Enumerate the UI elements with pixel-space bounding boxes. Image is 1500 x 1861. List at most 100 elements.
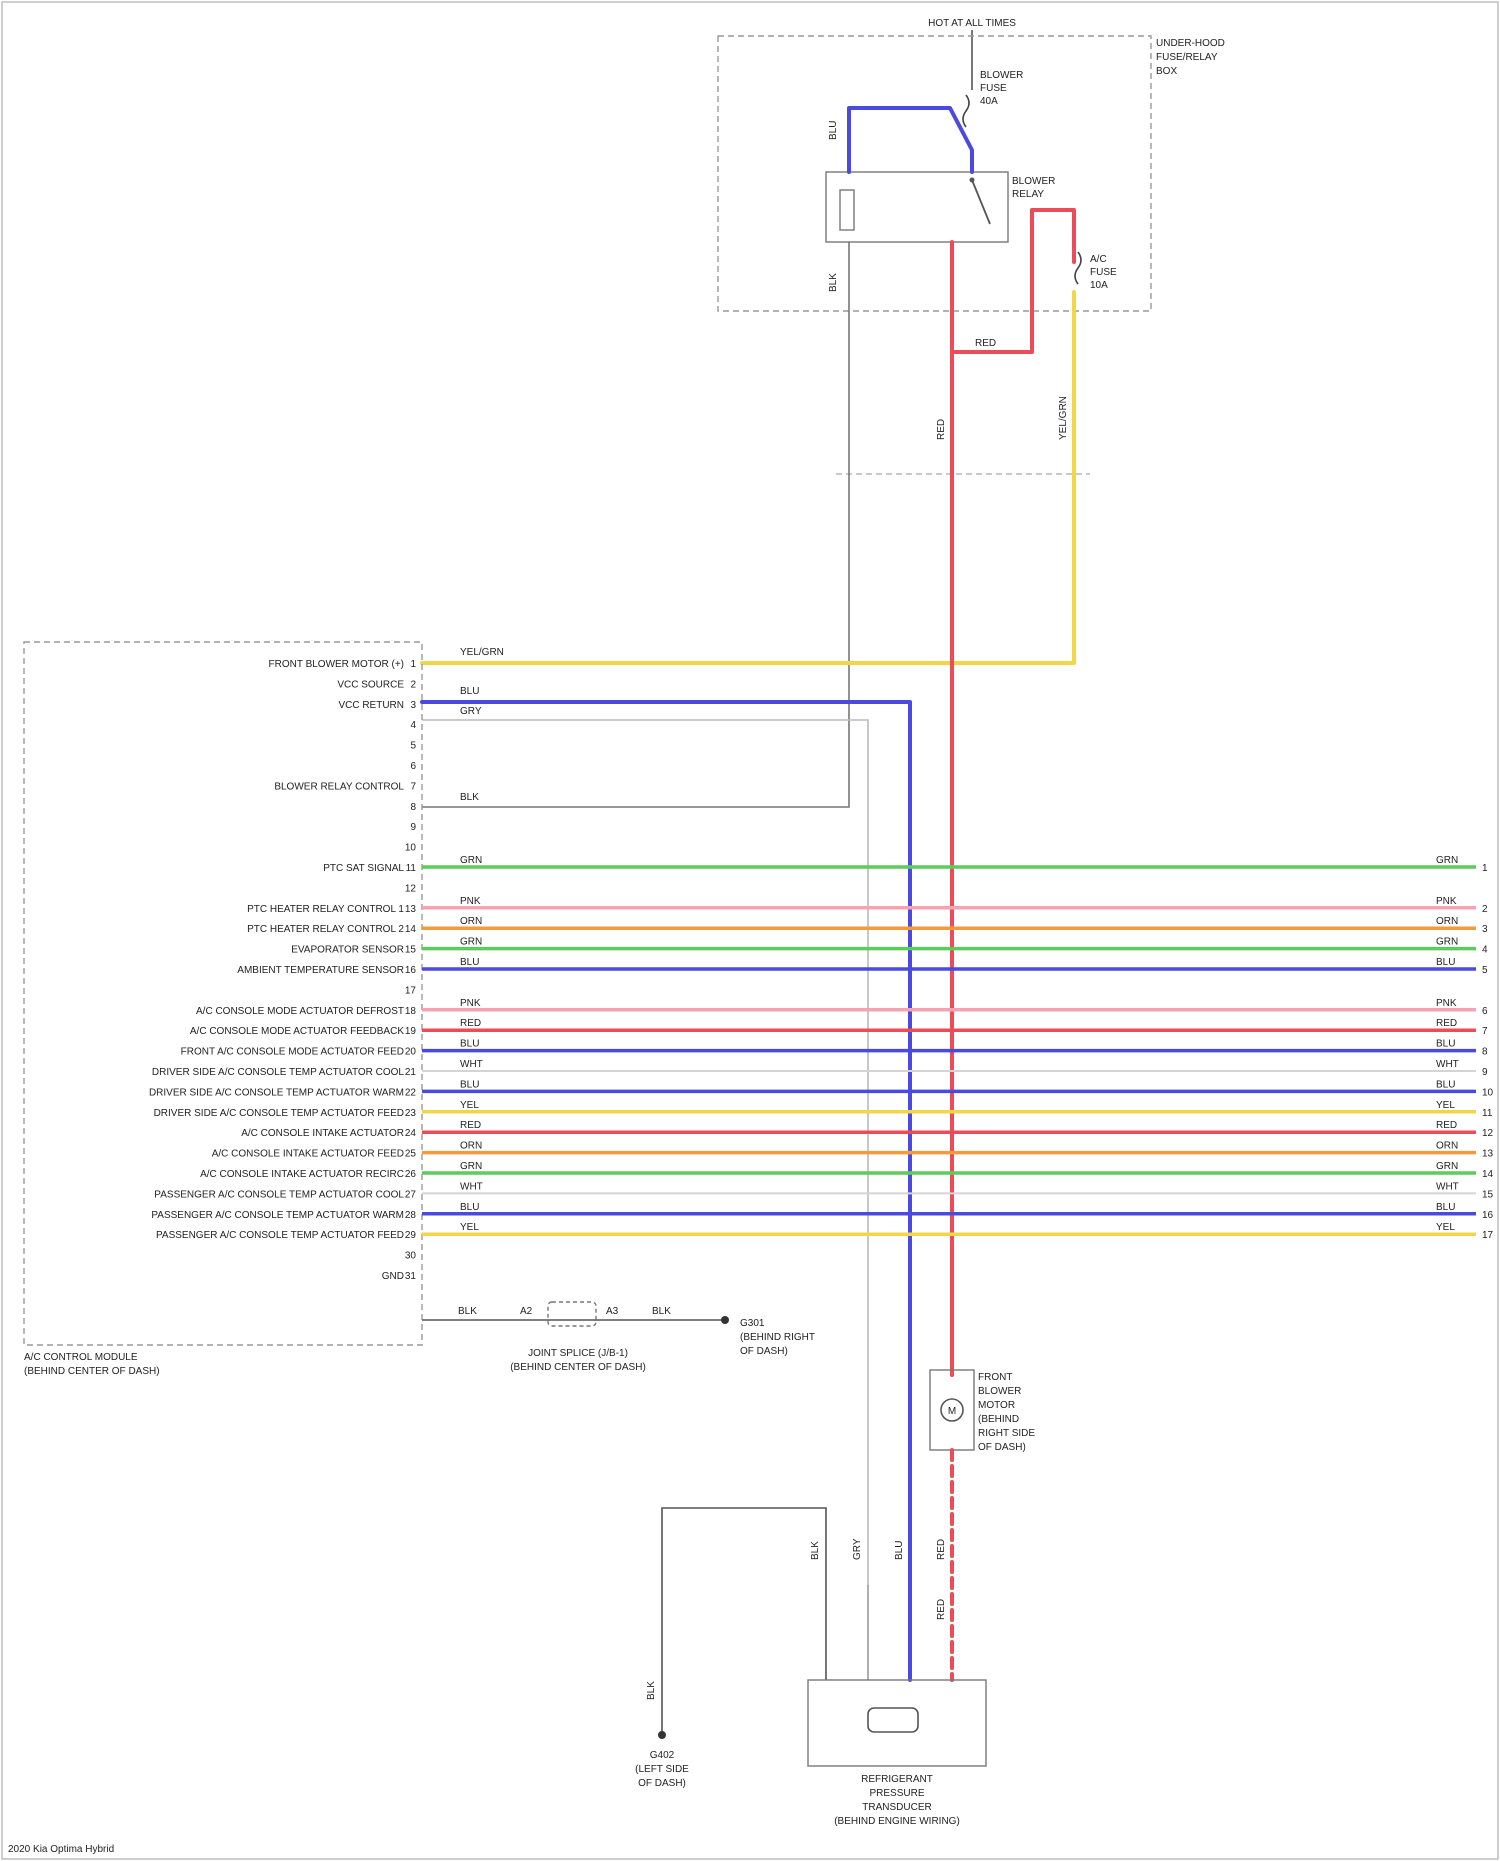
ground-right-2: (BEHIND RIGHT bbox=[740, 1332, 815, 1343]
red-loop-wire bbox=[952, 210, 1074, 352]
yel-horizontal-label: YEL/GRN bbox=[460, 647, 504, 658]
blower-relay bbox=[826, 172, 1008, 242]
module-pin-number: 23 bbox=[405, 1108, 417, 1119]
module-pin-number: 21 bbox=[405, 1067, 417, 1078]
relay-pivot bbox=[970, 178, 975, 183]
joint-splice bbox=[548, 1302, 596, 1326]
ground-bottom-2: (LEFT SIDE bbox=[635, 1764, 689, 1775]
ac-fuse-label: A/C FUSE 10A bbox=[1090, 254, 1117, 291]
fuse-relay-box bbox=[718, 36, 1151, 311]
harness-wire-right-label: PNK bbox=[1436, 896, 1457, 907]
harness-wire-left-label: BLU bbox=[460, 1079, 479, 1090]
harness-wire-left-label: YEL bbox=[460, 1222, 479, 1233]
blower-fuse-3: 40A bbox=[980, 96, 998, 107]
blk-relay-control-wire bbox=[422, 242, 849, 807]
ground-bottom-1: G402 bbox=[650, 1750, 675, 1761]
module-pin-number: 6 bbox=[410, 761, 416, 772]
module-pin-number: 3 bbox=[410, 700, 416, 711]
harness-wire-left-label: PNK bbox=[460, 896, 481, 907]
fuse-box-title-3: BOX bbox=[1156, 66, 1177, 77]
module-pin-label: A/C CONSOLE MODE ACTUATOR DEFROST bbox=[196, 1006, 404, 1017]
harness-wire-left-label: GRN bbox=[460, 1161, 482, 1172]
module-pin-label: BLOWER RELAY CONTROL bbox=[274, 781, 404, 792]
pressure-transducer bbox=[808, 1680, 986, 1766]
harness-wire-right-label: WHT bbox=[1436, 1059, 1459, 1070]
blk-h-label: BLK bbox=[460, 792, 479, 803]
blu-top-wire bbox=[849, 108, 972, 172]
module-pin-number: 12 bbox=[405, 883, 417, 894]
module-pin-number: 25 bbox=[405, 1149, 417, 1160]
transducer-label: REFRIGERANT PRESSURE TRANSDUCER (BEHIND … bbox=[834, 1774, 960, 1827]
relay-contact bbox=[972, 180, 990, 224]
module-pin-label: EVAPORATOR SENSOR bbox=[291, 945, 404, 956]
harness-wire-right-label: PNK bbox=[1436, 998, 1457, 1009]
harness-wire-left-label: WHT bbox=[460, 1059, 483, 1070]
module-pin-number: 18 bbox=[405, 1006, 417, 1017]
blower-motor-3: MOTOR bbox=[978, 1400, 1015, 1411]
transducer-pin-4: RED bbox=[936, 1599, 947, 1620]
ac-module-title-1: A/C CONTROL MODULE bbox=[24, 1352, 138, 1363]
harness-wire-left-label: GRN bbox=[460, 855, 482, 866]
blower-relay-label: BLOWER RELAY bbox=[1012, 176, 1055, 200]
harness-wire-left-label: GRN bbox=[460, 937, 482, 948]
fuse-box-title-2: FUSE/RELAY bbox=[1156, 52, 1218, 63]
ac-fuse-1: A/C bbox=[1090, 254, 1107, 265]
module-pin-label: VCC SOURCE bbox=[337, 679, 404, 690]
harness-connector-pin: 12 bbox=[1482, 1128, 1494, 1139]
jumper-title-1: JOINT SPLICE (J/B-1) bbox=[528, 1348, 628, 1359]
ac-module-title-2: (BEHIND CENTER OF DASH) bbox=[24, 1366, 160, 1377]
harness-wire-right-label: WHT bbox=[1436, 1181, 1459, 1192]
module-pin-label: DRIVER SIDE A/C CONSOLE TEMP ACTUATOR CO… bbox=[152, 1067, 405, 1078]
module-pin-number: 31 bbox=[405, 1271, 417, 1282]
module-pin-number: 8 bbox=[410, 802, 416, 813]
ground-right-point bbox=[721, 1316, 729, 1324]
harness-wire-left-label: BLU bbox=[460, 957, 479, 968]
ac-module-title: A/C CONTROL MODULE (BEHIND CENTER OF DAS… bbox=[24, 1352, 160, 1377]
blower-relay-2: RELAY bbox=[1012, 189, 1044, 200]
module-pin-label: PTC HEATER RELAY CONTROL 1 bbox=[247, 904, 404, 915]
module-pin-label: DRIVER SIDE A/C CONSOLE TEMP ACTUATOR FE… bbox=[154, 1108, 404, 1119]
module-pin-number: 14 bbox=[405, 924, 417, 935]
harness-connector-pin: 11 bbox=[1482, 1108, 1493, 1119]
relay-coil bbox=[840, 190, 854, 230]
harness-wire-left-label: RED bbox=[460, 1120, 481, 1131]
module-pin-number: 1 bbox=[410, 659, 416, 670]
transducer-3: TRANSDUCER bbox=[862, 1802, 931, 1813]
harness-connector-pin: 3 bbox=[1482, 924, 1488, 935]
ac-fuse-2: FUSE bbox=[1090, 267, 1117, 278]
harness-wire-right-label: GRN bbox=[1436, 937, 1458, 948]
harness-wire-left-label: BLU bbox=[460, 1039, 479, 1050]
fuse-box-title-1: UNDER-HOOD bbox=[1156, 38, 1225, 49]
harness-wire-left-label: WHT bbox=[460, 1181, 483, 1192]
harness-wire-right-label: GRN bbox=[1436, 855, 1458, 866]
module-pin-label: PASSENGER A/C CONSOLE TEMP ACTUATOR WARM bbox=[151, 1210, 404, 1221]
harness-wire-right-label: BLU bbox=[1436, 1039, 1455, 1050]
blower-motor-m: M bbox=[948, 1406, 956, 1417]
module-pin-number: 26 bbox=[405, 1169, 417, 1180]
ground-bottom-point bbox=[658, 1731, 666, 1739]
transducer-sensor-symbol bbox=[868, 1708, 918, 1732]
harness-wire-left-label: PNK bbox=[460, 998, 481, 1009]
harness-wire-right-label: BLU bbox=[1436, 957, 1455, 968]
module-pin-number: 7 bbox=[410, 781, 416, 792]
module-pin-label: PASSENGER A/C CONSOLE TEMP ACTUATOR FEED bbox=[156, 1230, 404, 1241]
harness-connector-pin: 5 bbox=[1482, 965, 1488, 976]
blower-motor-5: RIGHT SIDE bbox=[978, 1428, 1035, 1439]
transducer-2: PRESSURE bbox=[869, 1788, 924, 1799]
harness-wire-right-label: BLU bbox=[1436, 1202, 1455, 1213]
module-pin-label: DRIVER SIDE A/C CONSOLE TEMP ACTUATOR WA… bbox=[149, 1087, 404, 1098]
red-loop-label: RED bbox=[975, 338, 996, 349]
harness-wire-right-label: YEL bbox=[1436, 1100, 1455, 1111]
transducer-pin-labels: BLK GRY BLU RED bbox=[810, 1538, 947, 1620]
harness-connector-pin: 6 bbox=[1482, 1006, 1488, 1017]
module-pin-number: 4 bbox=[410, 720, 416, 731]
module-pin-label: A/C CONSOLE INTAKE ACTUATOR FEED bbox=[212, 1149, 404, 1160]
harness-connector-pin: 4 bbox=[1482, 945, 1488, 956]
blower-fuse-2: FUSE bbox=[980, 83, 1007, 94]
harness-connector-pin: 7 bbox=[1482, 1026, 1488, 1037]
harness-wire-right-label: ORN bbox=[1436, 1141, 1458, 1152]
blu-h-label: BLU bbox=[460, 686, 479, 697]
harness-wire-right-label: GRN bbox=[1436, 1161, 1458, 1172]
module-pin-number: 29 bbox=[405, 1230, 417, 1241]
